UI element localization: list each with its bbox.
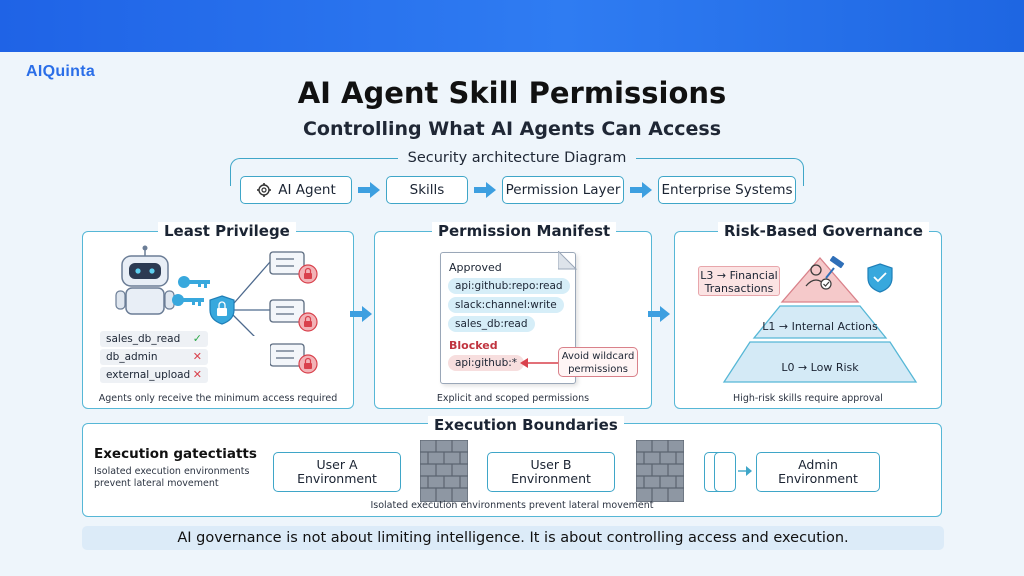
check-icon: ✓ — [192, 332, 202, 345]
approved-chip: sales_db:read — [448, 316, 535, 332]
approved-chip: slack:channel:write — [448, 297, 564, 313]
architecture-label: Security architecture Diagram — [398, 150, 636, 166]
risk-governance-title: Risk-Based Governance — [718, 222, 929, 240]
page-title: AI Agent Skill Permissions — [297, 76, 727, 110]
arrow-right-icon — [358, 182, 380, 198]
tier-l1: L1 → Internal Actions — [762, 320, 878, 333]
gavel-icon — [825, 256, 845, 279]
arrow-right-icon — [648, 306, 670, 322]
brand-logo: AIQuinta — [26, 63, 96, 80]
env-user-a: User A Environment — [273, 452, 401, 492]
top-banner — [0, 0, 1024, 52]
execution-boundaries-title: Execution Boundaries — [428, 416, 624, 434]
arrow-left-icon — [520, 358, 558, 368]
firewall-icon — [636, 440, 684, 502]
tier-l3-line: Transactions — [704, 282, 774, 295]
env-user-b: User B Environment — [487, 452, 615, 492]
permission-name: sales_db_read — [106, 333, 181, 345]
server-icon — [269, 299, 318, 332]
env-line: Environment — [511, 471, 591, 486]
permission-manifest-title: Permission Manifest — [432, 222, 617, 240]
wildcard-callout: Avoid wildcard permissions — [558, 347, 638, 377]
arch-node-label: Permission Layer — [505, 182, 621, 198]
execution-caption: Isolated execution environments prevent … — [370, 500, 654, 511]
arch-node-permission-layer: Permission Layer — [502, 176, 624, 204]
execution-side-description: Isolated execution environments prevent … — [94, 466, 249, 490]
env-line: User B — [530, 457, 572, 472]
env-line: Environment — [778, 471, 858, 486]
permission-row: external_upload ✕ — [100, 367, 208, 383]
callout-line: Avoid wildcard — [561, 351, 635, 362]
cross-icon: ✕ — [192, 368, 202, 381]
execution-side-title: Execution gatectiatts — [94, 446, 257, 462]
permission-row: sales_db_read ✓ — [100, 331, 208, 347]
arrow-right-icon — [350, 306, 372, 322]
permission-row: db_admin ✕ — [100, 349, 208, 365]
arch-node-label: AI Agent — [278, 182, 336, 198]
blocked-chip: api:github:* — [448, 355, 525, 371]
user-check-icon — [805, 264, 832, 290]
page-subtitle: Controlling What AI Agents Can Access — [302, 118, 722, 140]
env-line: User A — [316, 457, 358, 472]
shield-lock-icon — [209, 295, 235, 325]
env-placeholder-box — [714, 452, 736, 492]
arch-node-label: Skills — [409, 182, 445, 198]
governance-caption: High-risk skills require approval — [733, 393, 883, 404]
server-icon — [269, 251, 318, 284]
least-privilege-title: Least Privilege — [158, 222, 296, 240]
tier-l3: L3 → Financial Transactions — [698, 266, 780, 296]
firewall-icon — [420, 440, 468, 502]
cross-icon: ✕ — [192, 350, 202, 363]
blocked-label: Blocked — [449, 339, 498, 352]
arch-node-label: Enterprise Systems — [661, 182, 793, 198]
arch-node-enterprise-systems: Enterprise Systems — [658, 176, 796, 204]
footer-banner: AI governance is not about limiting inte… — [82, 526, 944, 550]
permission-name: external_upload — [106, 369, 191, 381]
risk-pyramid — [722, 256, 918, 383]
connector-lines — [227, 261, 271, 336]
least-privilege-illustration — [115, 245, 318, 336]
execution-side-line: Isolated execution environments — [94, 466, 250, 477]
env-line: Admin — [798, 457, 838, 472]
approved-chip: api:github:repo:read — [448, 278, 570, 294]
gear-icon — [257, 183, 272, 197]
arrow-right-icon — [630, 182, 652, 198]
callout-line: permissions — [568, 364, 628, 375]
arrow-right-icon — [474, 182, 496, 198]
arch-node-skills: Skills — [386, 176, 468, 204]
arrow-right-icon — [738, 466, 752, 476]
tier-l0: L0 → Low Risk — [781, 361, 859, 374]
key-icon — [172, 276, 210, 306]
tier-l3-line: L3 → Financial — [700, 269, 778, 282]
shield-check-icon — [867, 263, 893, 293]
execution-side-line: prevent lateral movement — [94, 478, 219, 489]
permission-name: db_admin — [106, 351, 158, 363]
arch-node-ai-agent: AI Agent — [240, 176, 352, 204]
env-line: Environment — [297, 471, 377, 486]
env-admin: Admin Environment — [756, 452, 880, 492]
least-privilege-caption: Agents only receive the minimum access r… — [98, 393, 338, 404]
approved-label: Approved — [449, 261, 502, 274]
server-icon — [270, 343, 318, 374]
robot-icon — [115, 245, 175, 315]
manifest-caption: Explicit and scoped permissions — [436, 393, 590, 404]
page-fold-icon — [558, 251, 578, 270]
